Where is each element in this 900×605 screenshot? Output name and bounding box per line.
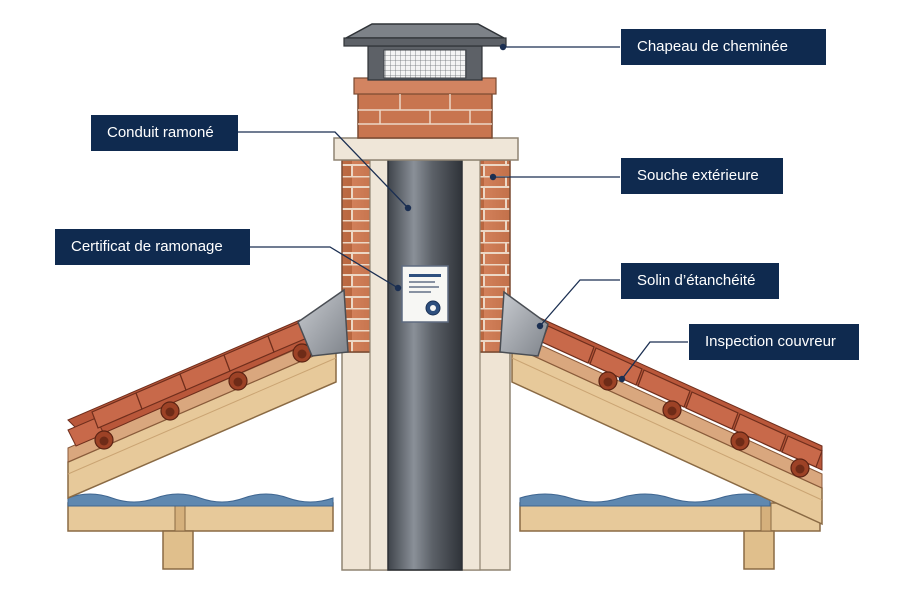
left-floor-beam	[67, 502, 334, 532]
label-flashing: Solin d’étanchéité	[621, 263, 779, 299]
right-joist-post	[743, 530, 775, 570]
chimney-stack	[297, 23, 549, 571]
flue-pipe	[387, 157, 463, 571]
right-flashing	[499, 290, 549, 357]
label-flue: Conduit ramoné	[91, 115, 238, 151]
label-stack: Souche extérieure	[621, 158, 783, 194]
right-roof-tiles	[529, 317, 823, 478]
left-joist-post	[162, 530, 194, 570]
chimney-cap	[343, 23, 507, 81]
mesh-grid-icon	[383, 49, 467, 79]
left-flashing	[297, 288, 349, 357]
left-roof	[67, 318, 337, 570]
right-floor-beam	[519, 502, 821, 532]
label-cap: Chapeau de cheminée	[621, 29, 826, 65]
label-certificate: Certificat de ramonage	[55, 229, 250, 265]
left-insulation	[67, 493, 334, 507]
stack-crown	[333, 137, 519, 161]
leader-lines	[238, 46, 688, 380]
label-inspection: Inspection couvreur	[689, 324, 859, 360]
right-insulation	[519, 493, 771, 507]
certificate-seal-icon	[401, 265, 449, 323]
right-roof	[511, 317, 823, 570]
